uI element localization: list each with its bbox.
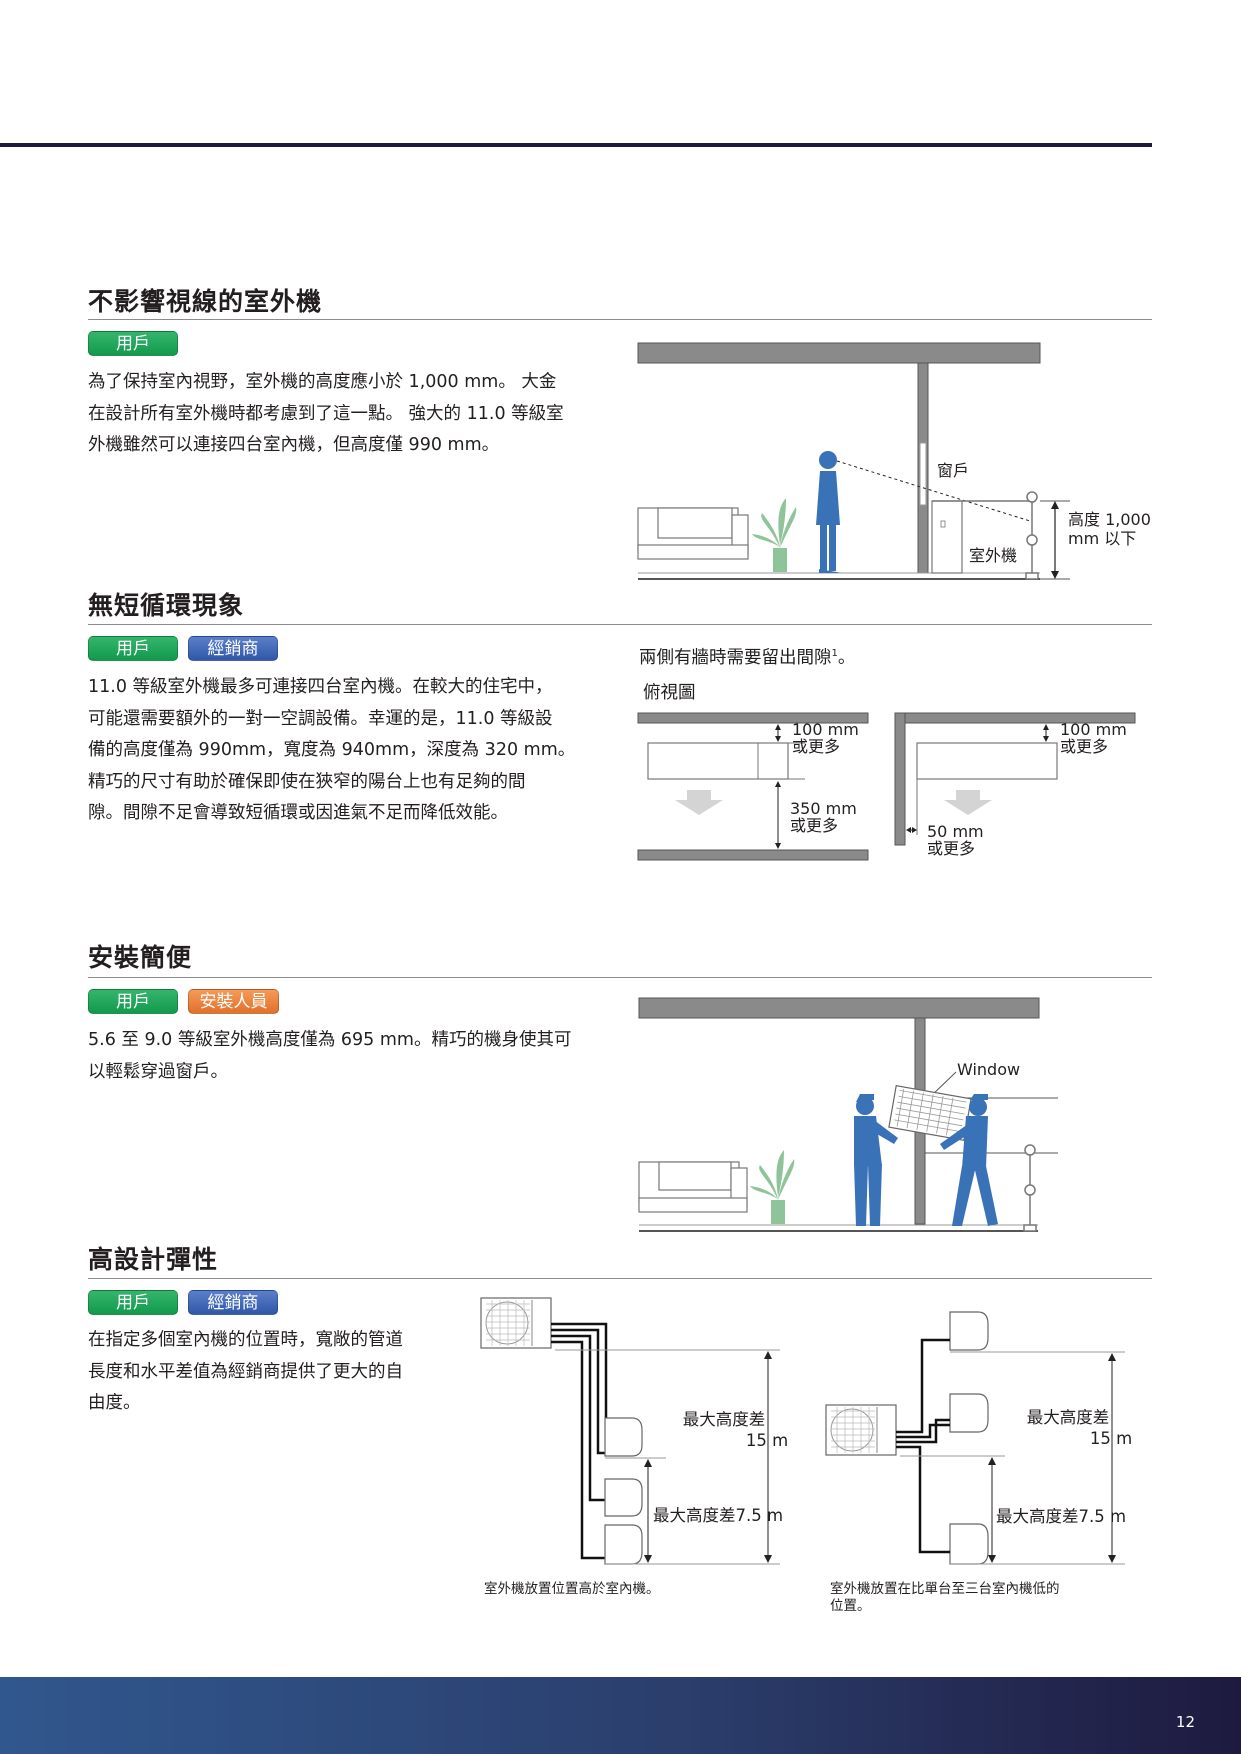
sofa-icon: [637, 507, 749, 560]
text-line: 在設計所有室外機時都考慮到了這一點。 強大的 11.0 等級室: [88, 403, 564, 424]
text-line: 長度和水平差值為經銷商提供了更大的自: [88, 1361, 403, 1382]
rear-clearance-value: 100 mm: [1060, 720, 1127, 739]
left-max-height-label: 最大高度差: [683, 1410, 766, 1429]
side-clearance-note: 或更多: [927, 839, 975, 858]
text-line: 外機雖然可以連接四台室內機，但高度僅 990 mm。: [88, 435, 500, 455]
sightline: [836, 460, 1031, 522]
side-wall: [894, 712, 906, 846]
ceiling-slab: [638, 997, 1040, 1019]
tag-user: 用戶: [88, 1290, 178, 1315]
worker-icon: [854, 1094, 898, 1226]
front-clearance-note: 或更多: [790, 816, 838, 835]
section-title-easy-install: 安裝簡便: [88, 943, 193, 972]
outdoor-unit-icon: [480, 1297, 552, 1349]
right-max-height-value: 15 m: [1090, 1429, 1132, 1448]
section-title-no-short-circuit: 無短循環現象: [88, 591, 245, 620]
easy-install-body: 5.6 至 9.0 等級室外機高度僅為 695 mm。精巧的機身使其可 以輕鬆穿…: [88, 1025, 571, 1088]
right-caption-line2: 位置。: [830, 1598, 871, 1614]
window-glass: [919, 442, 927, 506]
railing-icon: [1023, 1144, 1037, 1232]
installation-figure: Window: [638, 997, 1058, 1232]
section-rule: [88, 319, 1152, 320]
height-label-line1: 高度 1,000: [1068, 510, 1151, 529]
top-view-label: 俯視圖: [643, 683, 696, 703]
outdoor-unit-icon: [825, 1404, 897, 1456]
page-number: 12: [1175, 1713, 1195, 1731]
plant-icon: [750, 1150, 795, 1224]
airflow-arrow: [944, 790, 992, 815]
window-label: 窗戶: [937, 461, 969, 480]
outdoor-unit-icon: [931, 500, 963, 574]
rear-clearance-note: 或更多: [1060, 737, 1108, 756]
clearance-figure: 100 mm 或更多 350 mm 或更多 100 mm 或更多 50 mm 或…: [637, 712, 1136, 861]
text-line: 精巧的尺寸有助於確保即使在狹窄的陽台上也有足夠的間: [88, 771, 526, 792]
left-max-height-value: 15 m: [746, 1431, 788, 1450]
refrigerant-piping: [896, 1338, 950, 1554]
sightline-figure: 窗戶 室外機 高度 1,000 mm 以下: [637, 342, 1151, 580]
section-rule: [88, 977, 1152, 978]
text-line: 5.6 至 9.0 等級室外機高度僅為 695 mm。精巧的機身使其可: [88, 1030, 572, 1050]
tag-user: 用戶: [88, 636, 178, 661]
rear-clearance-value: 100 mm: [792, 720, 859, 739]
footer-band: 12: [0, 1677, 1241, 1754]
text-line: 以輕鬆穿過窗戶。: [88, 1061, 228, 1082]
indoor-unit-icon: [949, 1311, 989, 1565]
outdoor-unit-icon: [888, 1085, 972, 1141]
railing-icon: [932, 491, 1039, 580]
worker-icon: [940, 1094, 998, 1226]
short-circuit-body: 11.0 等級室外機最多可連接四台室內機。在較大的住宅中， 可能還需要額外的一對…: [88, 672, 575, 830]
unit-top-view: [647, 742, 789, 780]
outdoor-unit-label: 室外機: [969, 546, 1017, 565]
side-clearance-value: 50 mm: [927, 822, 984, 841]
tag-dealer: 經銷商: [188, 1290, 278, 1315]
indoor-unit-icon: [604, 1417, 643, 1565]
text-line: 由度。: [88, 1393, 141, 1413]
clearance-caption: 兩側有牆時需要留出間隙1。: [639, 648, 856, 668]
right-indoor-height-label: 最大高度差7.5 m: [996, 1507, 1126, 1526]
text-line: 在指定多個室內機的位置時，寬敞的管道: [88, 1330, 403, 1350]
unit-top-view: [916, 742, 1058, 780]
height-label-line2: mm 以下: [1068, 529, 1136, 548]
ceiling-slab: [637, 342, 1041, 364]
woman-icon: [816, 451, 842, 573]
section-title-sightline: 不影響視線的室外機: [88, 287, 323, 316]
right-caption-line1: 室外機放置在比單台至三台室內機低的: [830, 1580, 1060, 1597]
right-max-height-label: 最大高度差: [1027, 1408, 1110, 1427]
tag-dealer: 經銷商: [188, 636, 278, 661]
top-rule: [0, 143, 1152, 147]
sightline-body: 為了保持室內視野，室外機的高度應小於 1,000 mm。 大金 在設計所有室外機…: [88, 367, 564, 462]
rear-clearance-note: 或更多: [792, 737, 840, 756]
text-line: 為了保持室內視野，室外機的高度應小於 1,000 mm。 大金: [88, 372, 557, 392]
section-rule: [88, 1278, 1152, 1279]
airflow-arrow: [675, 790, 723, 815]
plant-icon: [752, 498, 797, 572]
text-line: 備的高度僅為 990mm，寬度為 940mm，深度為 320 mm。: [88, 740, 576, 760]
left-caption: 室外機放置位置高於室內機。: [484, 1580, 660, 1597]
flexibility-body: 在指定多個室內機的位置時，寬敞的管道 長度和水平差值為經銷商提供了更大的自 由度…: [88, 1325, 403, 1420]
section-title-flexibility: 高設計彈性: [88, 1245, 219, 1274]
front-clearance-value: 350 mm: [790, 799, 857, 818]
window-label: Window: [957, 1060, 1020, 1079]
tag-user: 用戶: [88, 331, 178, 356]
tag-user: 用戶: [88, 989, 178, 1014]
sofa-icon: [638, 1161, 748, 1213]
refrigerant-piping: [551, 1322, 608, 1560]
rear-wall: [637, 712, 869, 724]
section-rule: [88, 624, 1152, 625]
tag-installer: 安裝人員: [188, 989, 279, 1014]
text-line: 11.0 等級室外機最多可連接四台室內機。在較大的住宅中，: [88, 677, 553, 697]
piping-figure: 最大高度差 15 m 最大高度差7.5 m 室外機放置位置高於室內機。 最大高度…: [480, 1297, 1132, 1614]
left-indoor-height-label: 最大高度差7.5 m: [653, 1506, 783, 1525]
text-line: 可能還需要額外的一對一空調設備。幸運的是，11.0 等級設: [88, 708, 553, 729]
front-wall: [637, 849, 869, 861]
text-line: 隙。間隙不足會導致短循環或因進氣不足而降低效能。: [88, 803, 508, 823]
